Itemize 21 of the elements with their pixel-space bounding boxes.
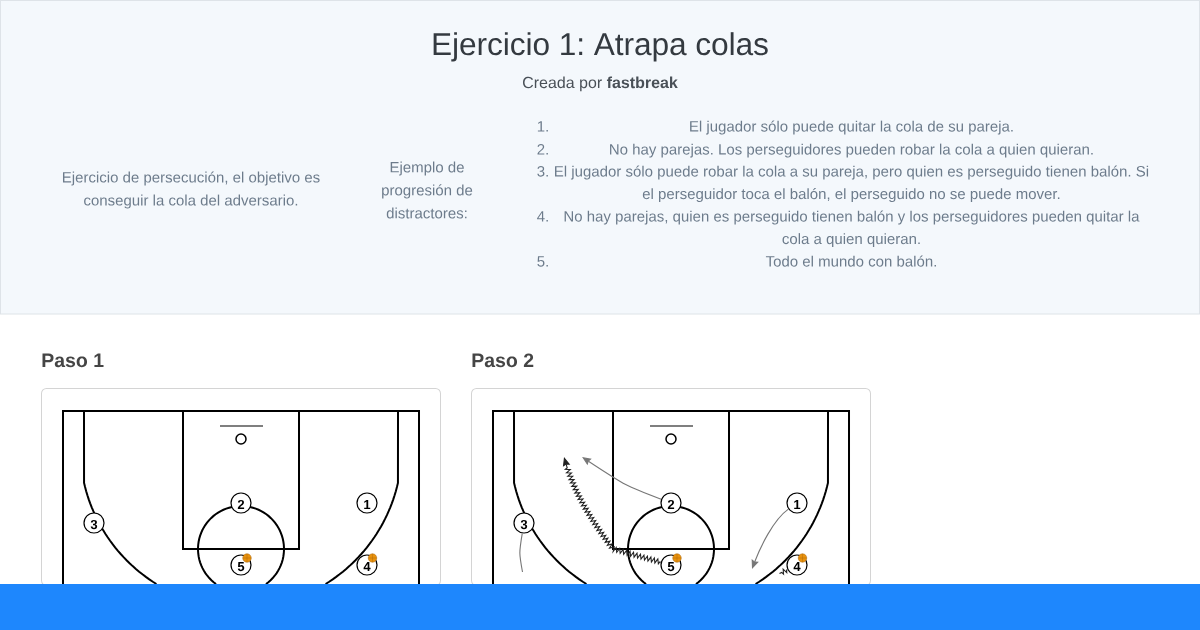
step-heading: Paso 1 — [42, 353, 104, 368]
list-number: 4. — [537, 211, 548, 222]
byline: Creada por fastbreak — [523, 76, 678, 92]
arrow — [751, 508, 789, 569]
list-number: 5. — [537, 256, 548, 267]
list-number: 2. — [537, 144, 548, 155]
dribble-arrow — [562, 457, 662, 566]
arrow — [582, 457, 662, 500]
list-item: El jugador sólo puede quitar la cola de su pareja. — [690, 120, 1013, 135]
list-item: No hay parejas. Los perseguidores pueden robar la cola a quien quieran. — [610, 143, 1093, 158]
list-item: No hay parejas, quien es perseguido tienen balón y los perseguidores pueden quitar la cola a quien quieran. — [564, 210, 1140, 248]
description-label: Ejemplo de progresión de distractores: — [382, 161, 473, 219]
movement-line — [519, 532, 524, 573]
title: Ejercicio 1: Atrapa colas — [433, 32, 768, 62]
step-heading: Paso 2 — [472, 353, 534, 368]
list-item: El jugador sólo puede robar la cola a su pareja, pero quien es perseguido tienen balón. Si el perseguidor toca el balón, el perseguido no se puede mover. — [555, 165, 1149, 203]
dribble-line — [778, 567, 788, 576]
list-item: Todo el mundo con balón. — [765, 255, 936, 267]
list-number: 3. — [537, 166, 548, 177]
description-text: Ejercicio de persecución, el objetivo es conseguir la cola del adversario. — [63, 171, 320, 209]
list-number: 1. — [537, 121, 548, 132]
